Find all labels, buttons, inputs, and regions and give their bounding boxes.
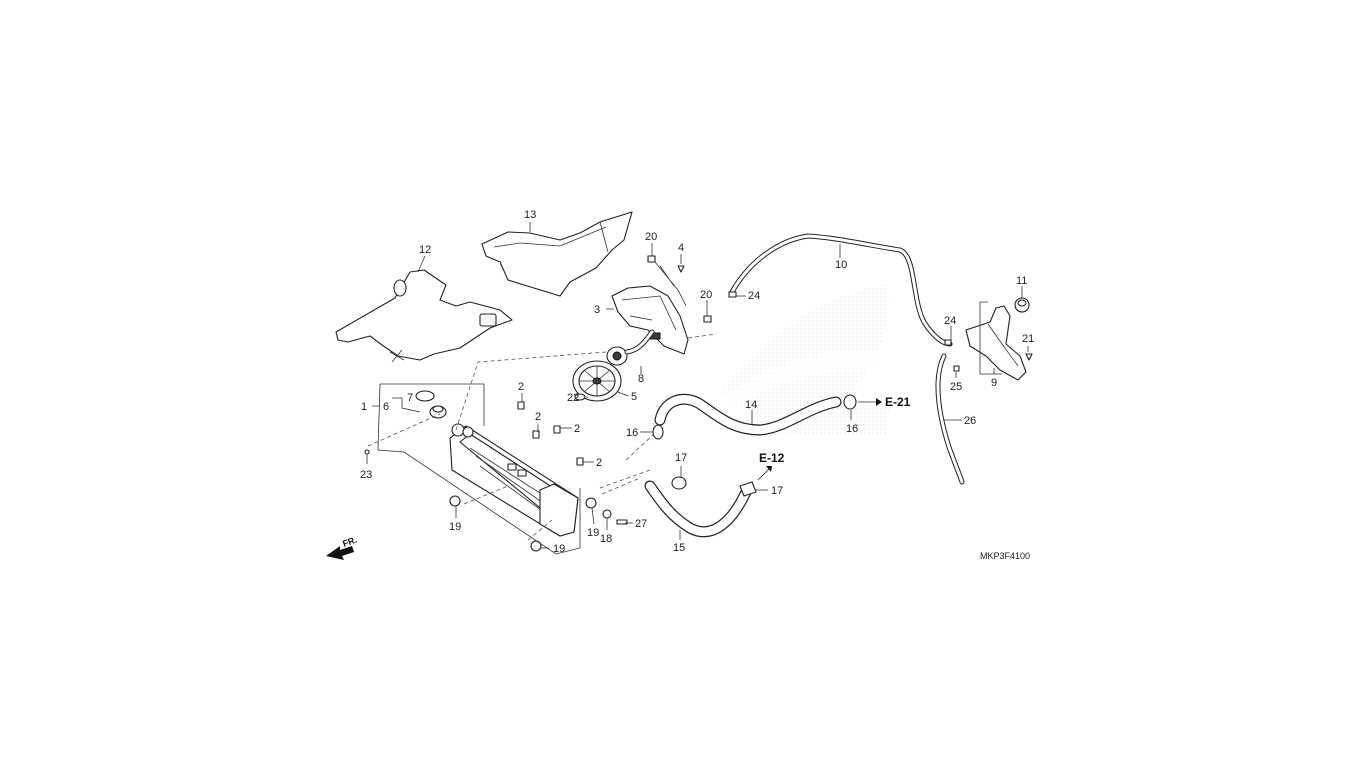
part-6-radiator-cap[interactable] (429, 405, 447, 419)
reference-e21: E-21 (885, 395, 911, 409)
callout-labels: 13 12 20 4 3 20 24 10 11 24 21 9 25 26 8… (360, 209, 1034, 555)
callout-19-left: 19 (449, 521, 461, 533)
callout-16: 16 (626, 427, 638, 439)
reference-e12: E-12 (759, 451, 785, 465)
callout-17: 17 (675, 452, 687, 464)
callout-2-d: 2 (596, 457, 602, 469)
part-1-radiator[interactable] (449, 423, 579, 537)
callout-12: 12 (419, 244, 431, 256)
part-27-bolt[interactable] (616, 519, 628, 525)
callout-1: 1 (361, 401, 367, 413)
part-23-screw[interactable] (364, 449, 370, 455)
callout-6: 6 (383, 401, 389, 413)
part-9-reserve-tank[interactable] (965, 305, 1027, 381)
callout-19-bottom: 19 (553, 543, 565, 555)
callout-2-b: 2 (535, 411, 541, 423)
part-13-shroud[interactable] (481, 211, 633, 297)
part-3-fan-shroud[interactable] (611, 285, 689, 355)
callout-10: 10 (835, 259, 847, 271)
part-11-reserve-cap[interactable] (1014, 297, 1030, 313)
callout-5: 5 (631, 391, 637, 403)
front-indicator-label: FR. (341, 535, 358, 549)
part-19-nuts[interactable] (449, 495, 597, 552)
part-16-clamps[interactable] (652, 394, 857, 440)
part-7-seal[interactable] (415, 390, 435, 402)
callout-19-mid: 19 (587, 527, 599, 539)
part-14-upper-hose[interactable] (654, 393, 842, 436)
part-24-clips[interactable] (728, 291, 952, 346)
callout-16-right: 16 (846, 423, 858, 435)
callout-leader-lines (366, 222, 1029, 549)
callout-20-lower: 20 (700, 289, 712, 301)
part-8-fan-motor[interactable] (606, 329, 655, 366)
callout-27: 27 (635, 518, 647, 530)
part-22-grommet[interactable] (574, 393, 586, 401)
part-2-clips[interactable] (517, 401, 584, 466)
callout-17-right: 17 (771, 485, 783, 497)
callout-22: 22 (567, 392, 579, 404)
part-20-bolts[interactable] (647, 255, 712, 323)
callout-4: 4 (678, 242, 684, 254)
callout-2-a: 2 (518, 381, 524, 393)
front-direction-arrow (326, 546, 354, 560)
part-12-guard[interactable] (335, 269, 513, 363)
callout-3: 3 (594, 304, 600, 316)
diagram-code: MKP3F4100 (980, 551, 1030, 561)
part-4-bolt[interactable] (677, 265, 685, 273)
callout-21: 21 (1022, 333, 1034, 345)
callout-24-right: 24 (944, 315, 956, 327)
callout-8: 8 (638, 373, 644, 385)
callout-24: 24 (748, 290, 760, 302)
callout-13: 13 (524, 209, 536, 221)
reference-arrows (757, 398, 882, 481)
assembly-guide-lines (367, 333, 717, 555)
part-21-bolt[interactable] (1025, 353, 1033, 361)
callout-20: 20 (645, 231, 657, 243)
part-10-siphon-tube[interactable] (729, 233, 953, 347)
callout-14: 14 (745, 399, 757, 411)
part-26-overflow-tube[interactable] (935, 353, 965, 485)
callout-25: 25 (950, 381, 962, 393)
part-15-lower-hose[interactable] (644, 480, 752, 538)
callout-2-c: 2 (574, 423, 580, 435)
part-25-clip[interactable] (953, 365, 960, 372)
part-17-clamps[interactable] (671, 476, 757, 497)
callout-15: 15 (673, 542, 685, 554)
callout-26: 26 (964, 415, 976, 427)
callout-18: 18 (600, 533, 612, 545)
callout-9: 9 (991, 377, 997, 389)
part-5-fan[interactable] (572, 360, 622, 402)
callout-23: 23 (360, 469, 372, 481)
part-18-washer[interactable] (602, 509, 612, 519)
callout-11: 11 (1016, 275, 1027, 287)
callout-7: 7 (407, 392, 413, 404)
